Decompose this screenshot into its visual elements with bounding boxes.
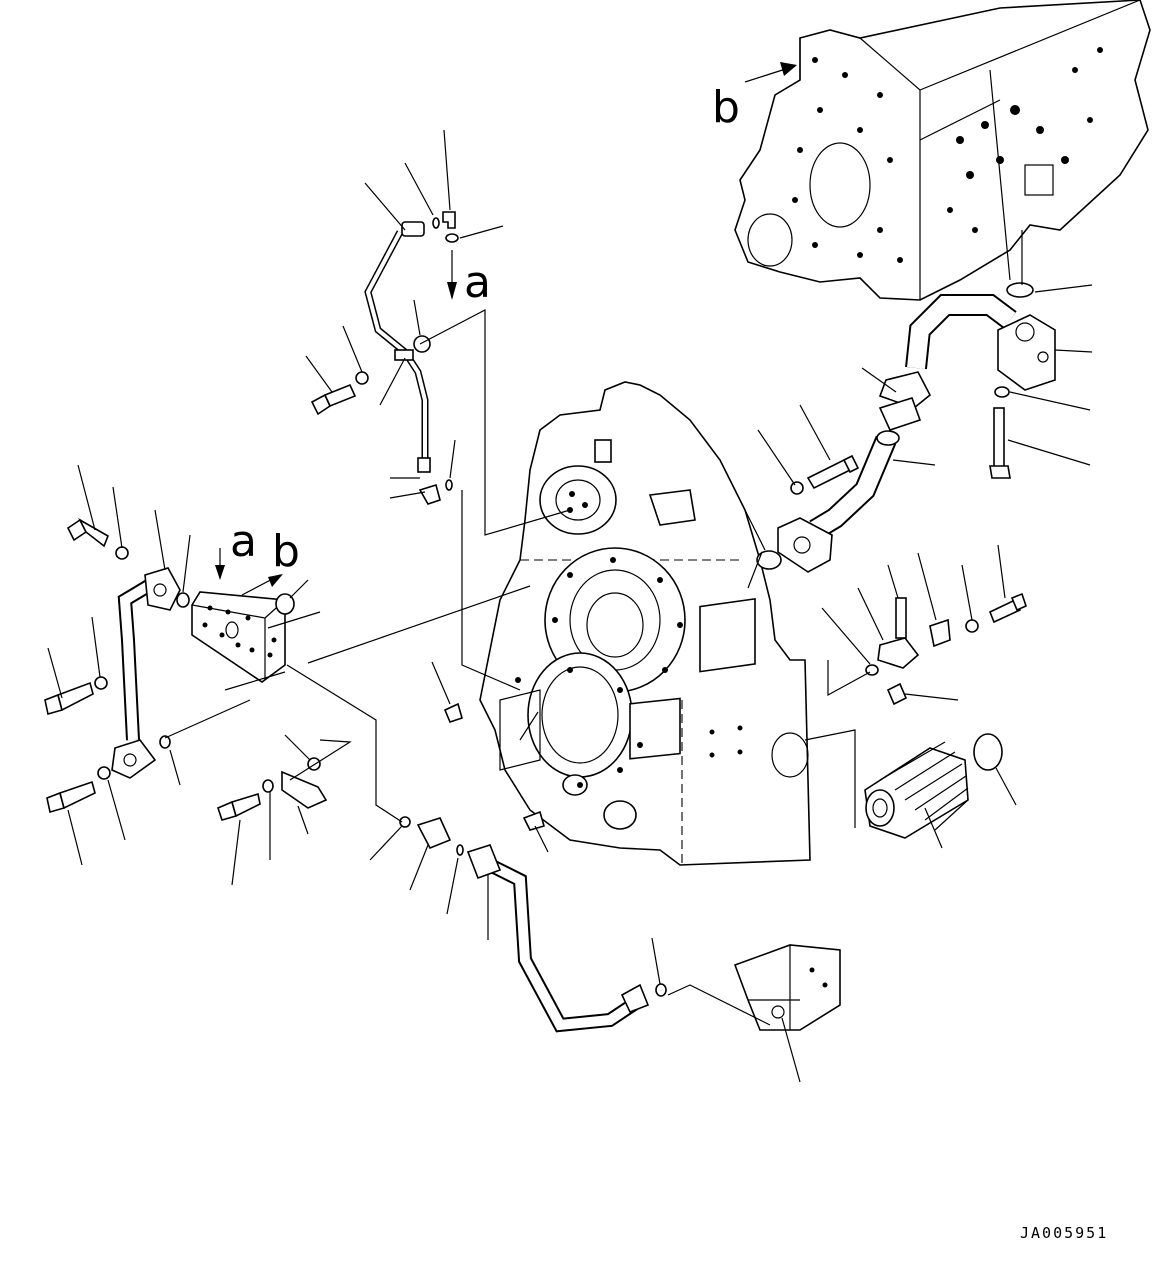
lower-oil-pipe (399, 816, 841, 1033)
ref-label-a-top: a (464, 257, 491, 308)
relief-valve-parts (865, 592, 1027, 706)
valve-block-assembly (44, 517, 328, 821)
ref-label-b-block: b (272, 526, 300, 577)
suction-hose-assembly (756, 282, 1056, 573)
transmission-case (479, 381, 811, 866)
drawing-code: JA005951 (1020, 1224, 1108, 1242)
ref-label-b-engine: b (712, 82, 740, 133)
ref-label-a-block: a (230, 516, 257, 567)
engine-block (734, 0, 1151, 301)
leader-lines (47, 62, 1093, 1083)
oil-filter (864, 733, 1003, 839)
upper-oil-pipe (310, 211, 459, 505)
installation-lines (164, 230, 1023, 1026)
